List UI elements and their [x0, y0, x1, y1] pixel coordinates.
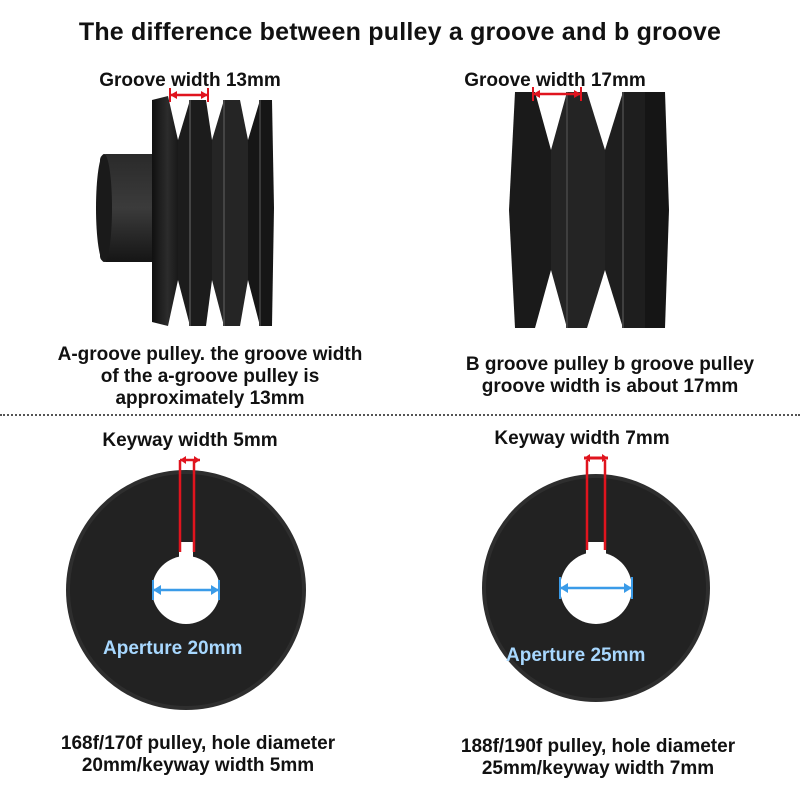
aperture-25mm-label: Aperture 25mm — [506, 645, 646, 666]
pulley-20mm-caption-line-1: 168f/170f pulley, hole diameter — [60, 733, 336, 754]
b-groove-pulley-image — [509, 87, 669, 328]
page-title: The difference between pulley a groove a… — [78, 18, 722, 46]
a-groove-caption: A-groove pulley. the groove width of the… — [20, 344, 400, 410]
b-groove-caption-line-1: B groove pulley b groove pulley — [465, 354, 755, 375]
groove-width-b-label: Groove width 17mm — [464, 70, 646, 91]
keyway-7mm-marker — [584, 454, 608, 462]
a-groove-caption-line-3: approximately 13mm — [115, 388, 305, 409]
a-groove-caption-line-2: of the a-groove pulley is — [100, 366, 320, 387]
pulley-25mm-caption: 188f/190f pulley, hole diameter 25mm/key… — [408, 736, 788, 780]
section-divider — [0, 414, 800, 416]
a-groove-caption-line-1: A-groove pulley. the groove width — [57, 344, 363, 365]
groove-width-a-label: Groove width 13mm — [99, 70, 281, 91]
keyway-5mm-label: Keyway width 5mm — [102, 430, 278, 451]
aperture-20mm-label: Aperture 20mm — [103, 638, 243, 659]
pulley-20mm-caption-line-2: 20mm/keyway width 5mm — [81, 755, 315, 776]
b-groove-caption: B groove pulley b groove pulley groove w… — [420, 354, 800, 398]
a-groove-pulley-image — [96, 88, 274, 326]
keyway-5mm-marker — [180, 456, 200, 464]
b-groove-caption-line-2: groove width is about 17mm — [481, 376, 739, 397]
pulley-25mm-bore-image — [482, 460, 710, 702]
pulley-20mm-caption: 168f/170f pulley, hole diameter 20mm/key… — [8, 733, 388, 777]
pulley-25mm-caption-line-1: 188f/190f pulley, hole diameter — [460, 736, 736, 757]
keyway-7mm-label: Keyway width 7mm — [494, 428, 670, 449]
pulley-25mm-caption-line-2: 25mm/keyway width 7mm — [481, 758, 715, 779]
pulley-20mm-bore-image — [66, 460, 306, 710]
